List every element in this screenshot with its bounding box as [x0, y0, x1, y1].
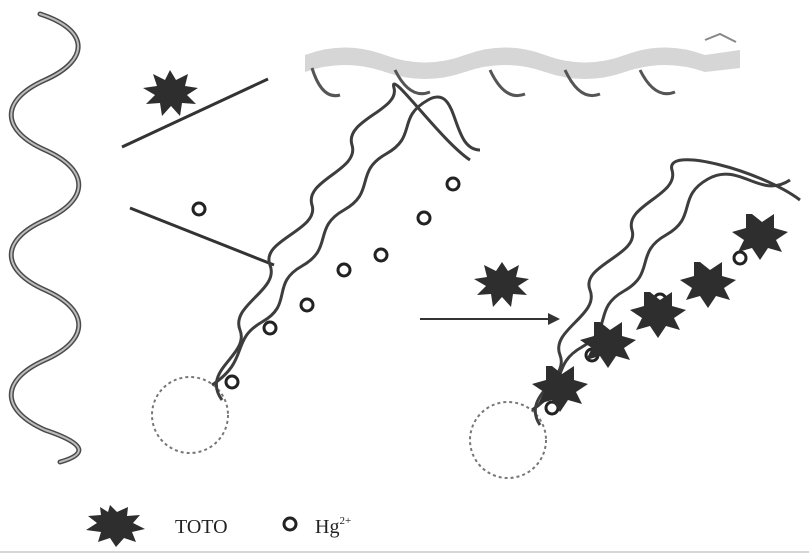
- hg-ion-pair-7: [447, 178, 459, 190]
- hairpin-duplex-middle: [152, 84, 480, 453]
- hg-ion-pair-3: [301, 299, 313, 311]
- hg-legend-label: Hg2+: [315, 515, 351, 538]
- faded-helix-loop-1: [312, 68, 340, 96]
- toto-legend-icon: [86, 505, 145, 547]
- hg-ion-pair-5: [375, 249, 387, 261]
- ssdna-strand: [11, 14, 79, 462]
- duplex-strand-a-middle: [212, 97, 480, 385]
- faded-helix-loop-3: [490, 70, 525, 96]
- toto-bound-icon-4: [680, 262, 736, 308]
- hg-legend-symbol: Hg: [315, 516, 339, 538]
- hg-ion-icon-lower: [193, 203, 205, 215]
- toto-bound-icon-3: [630, 292, 686, 338]
- faded-helix-end: [705, 34, 736, 42]
- reaction-arrow-head: [548, 313, 560, 325]
- legend: TOTO Hg2+: [86, 505, 351, 547]
- hg-ion-pair-1: [226, 376, 238, 388]
- faded-helix-top: [305, 34, 740, 96]
- lower-branch-line: [130, 208, 274, 265]
- faded-helix-loop-5: [640, 70, 675, 94]
- hg-legend-icon: [284, 518, 296, 530]
- toto-legend-label: TOTO: [175, 516, 228, 538]
- faded-helix-band: [305, 48, 740, 80]
- hg-ion-pair-6: [418, 212, 430, 224]
- reaction-arrow-middle: [420, 313, 560, 325]
- hg-ion-pair-right-4: [734, 252, 746, 264]
- hg-ion-pair-2: [264, 322, 276, 334]
- hg-ion-pair-4: [338, 264, 350, 276]
- bottom-divider: [0, 551, 809, 553]
- hg-legend-charge: 2+: [339, 515, 351, 527]
- toto-dye-icon-middle: [474, 262, 529, 307]
- toto-dye-icon-upper: [143, 70, 198, 116]
- duplex-strand-b-middle: [216, 84, 470, 400]
- ssdna-strand-outer: [11, 14, 79, 462]
